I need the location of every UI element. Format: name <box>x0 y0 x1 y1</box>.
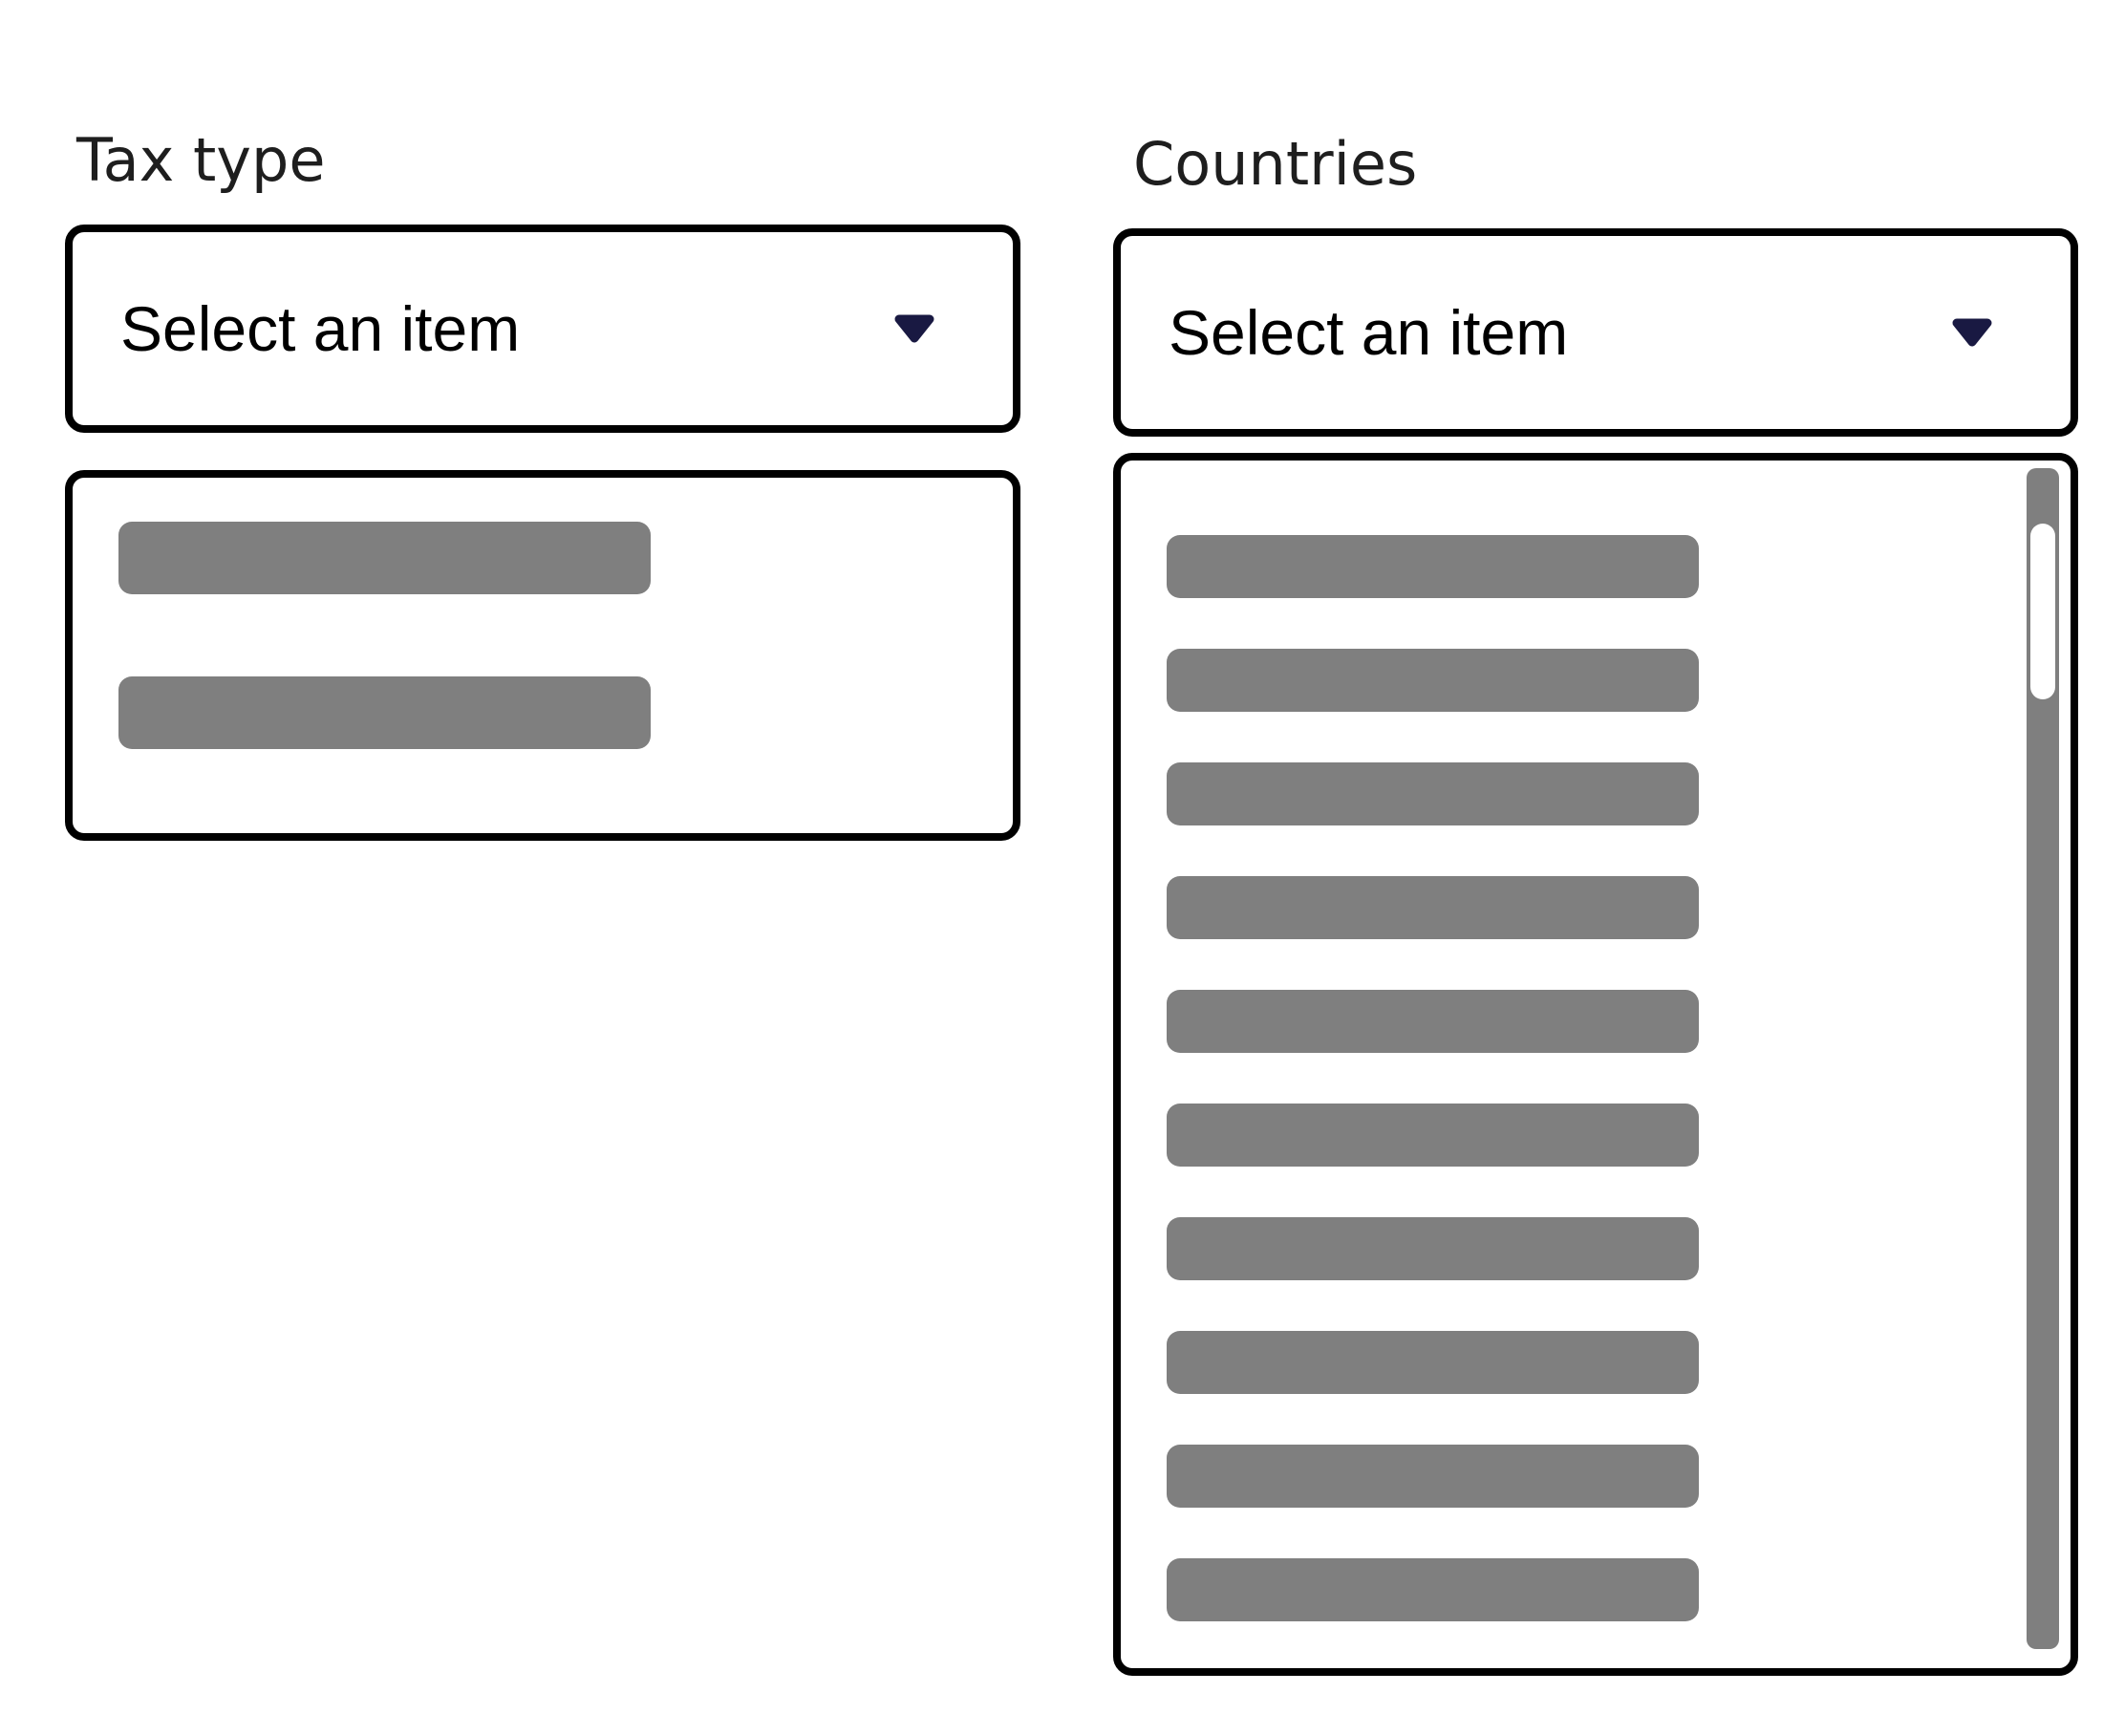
chevron-down-icon <box>1950 316 1994 349</box>
redacted-option[interactable] <box>1167 1558 1699 1621</box>
tax-type-label: Tax type <box>76 125 326 195</box>
redacted-option[interactable] <box>1167 1104 1699 1167</box>
countries-options <box>1167 535 1699 1621</box>
redacted-option[interactable] <box>1167 990 1699 1053</box>
countries-select[interactable]: Select an item <box>1113 228 2078 437</box>
scrollbar-thumb[interactable] <box>2030 524 2055 699</box>
redacted-option[interactable] <box>118 522 651 594</box>
redacted-option[interactable] <box>1167 762 1699 825</box>
redacted-option[interactable] <box>1167 535 1699 598</box>
redacted-option[interactable] <box>118 676 651 749</box>
redacted-option[interactable] <box>1167 1331 1699 1394</box>
chevron-down-icon <box>892 312 936 345</box>
tax-type-select[interactable]: Select an item <box>65 225 1020 433</box>
tax-type-options <box>118 522 651 749</box>
scrollbar-track[interactable] <box>2027 468 2059 1649</box>
redacted-option[interactable] <box>1167 649 1699 712</box>
tax-type-listbox <box>65 470 1020 841</box>
redacted-option[interactable] <box>1167 876 1699 939</box>
redacted-option[interactable] <box>1167 1445 1699 1508</box>
tax-type-select-value: Select an item <box>120 293 521 364</box>
countries-select-value: Select an item <box>1169 297 1569 368</box>
redacted-option[interactable] <box>1167 1217 1699 1280</box>
countries-label: Countries <box>1133 129 1418 199</box>
countries-listbox <box>1113 453 2078 1676</box>
